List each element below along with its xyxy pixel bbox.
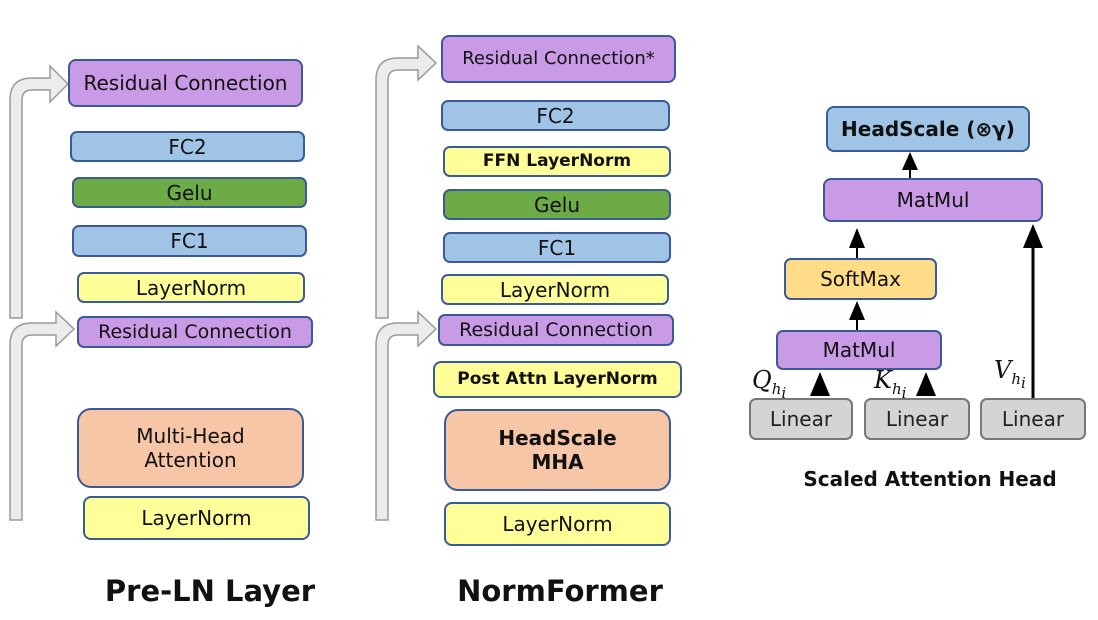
arrowhead-softmax <box>849 301 865 320</box>
preln-multi-head-attention: Multi-Head Attention <box>77 408 304 488</box>
preln-fc2: FC2 <box>70 131 305 162</box>
preln-caption: Pre-LN Layer <box>104 574 316 608</box>
attention-arrows <box>810 152 1043 398</box>
scaled-attention-head-caption: Scaled Attention Head <box>803 467 1057 491</box>
normformer-layernorm-mid: LayerNorm <box>441 274 669 305</box>
q-label: Qhi <box>752 366 787 402</box>
normformer-headscale-mha: HeadScale MHA <box>444 409 671 491</box>
normformer-fc1: FC1 <box>443 232 671 263</box>
preln-residual-connection-top: Residual Connection <box>68 59 303 107</box>
linear-v: Linear <box>980 398 1086 440</box>
normformer-skip-arrow-bottom <box>375 310 438 521</box>
linear-k: Linear <box>864 398 970 440</box>
linear-q: Linear <box>749 398 853 440</box>
headscale-box: HeadScale (⊗γ) <box>826 106 1030 152</box>
preln-fc1: FC1 <box>72 225 307 257</box>
arrowhead-k <box>916 372 936 396</box>
preln-gelu: Gelu <box>72 177 307 208</box>
normformer-skip-arrow-top <box>375 44 438 319</box>
matmul-top: MatMul <box>823 178 1043 222</box>
preln-skip-arrow-bottom <box>9 310 76 521</box>
normformer-layernorm-bottom: LayerNorm <box>444 502 671 546</box>
normformer-fc2: FC2 <box>441 100 670 131</box>
v-label: Vhi <box>994 356 1026 392</box>
normformer-residual-connection-mid: Residual Connection <box>438 314 674 346</box>
normformer-post-attn-layernorm: Post Attn LayerNorm <box>433 361 682 398</box>
softmax-box: SoftMax <box>784 258 937 300</box>
preln-residual-connection-mid: Residual Connection <box>77 316 313 348</box>
matmul-bottom: MatMul <box>776 330 942 370</box>
arrowhead-matmul-top <box>849 228 865 248</box>
normformer-caption: NormFormer <box>457 574 663 608</box>
normformer-gelu: Gelu <box>443 189 671 220</box>
arrowhead-q <box>810 372 830 396</box>
k-label: Khi <box>874 366 907 402</box>
normformer-residual-connection-top: Residual Connection* <box>441 35 676 83</box>
preln-layernorm-bottom: LayerNorm <box>83 496 310 540</box>
preln-skip-arrow-top <box>9 64 70 319</box>
normformer-ffn-layernorm: FFN LayerNorm <box>443 146 671 177</box>
preln-layernorm-mid: LayerNorm <box>77 272 305 303</box>
arrowhead-headscale <box>902 152 918 170</box>
arrowhead-v <box>1023 224 1043 248</box>
